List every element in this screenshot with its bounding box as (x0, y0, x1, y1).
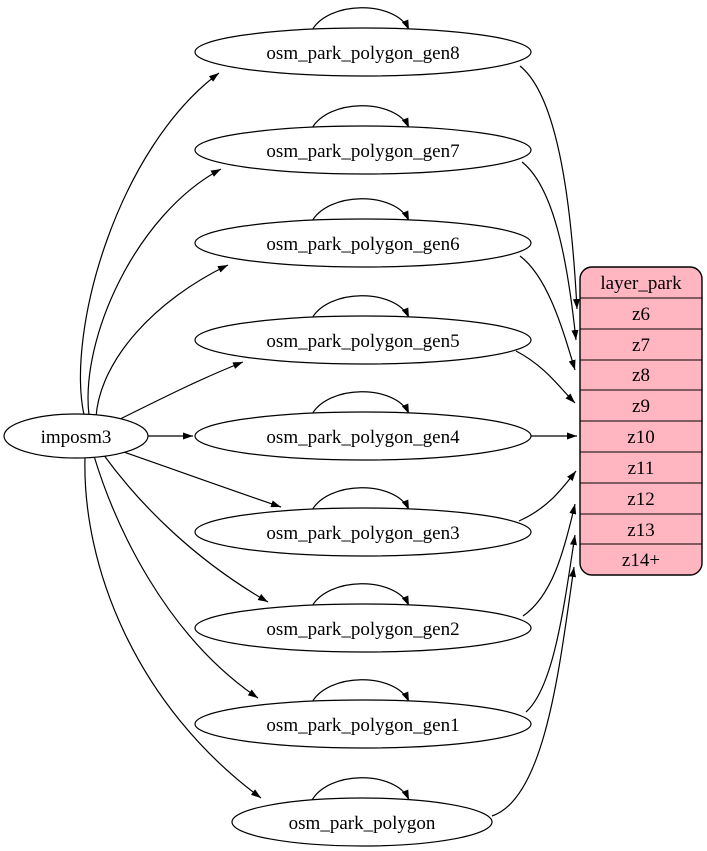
node-osm-park-polygon-gen3: osm_park_polygon_gen3 (194, 507, 532, 557)
polygon-label: osm_park_polygon (289, 813, 436, 834)
self-loop-gen2 (310, 583, 410, 609)
row-z8: z8 (632, 365, 650, 386)
node-osm-park-polygon-gen1: osm_park_polygon_gen1 (194, 699, 532, 749)
gen7-ellipse (194, 125, 532, 175)
gen8-ellipse (194, 27, 532, 77)
row-z10: z10 (627, 427, 654, 448)
row-z7: z7 (632, 335, 650, 356)
node-osm-park-polygon: osm_park_polygon (231, 797, 493, 847)
edge-gen3-to-z11 (518, 470, 577, 522)
gen1-label: osm_park_polygon_gen1 (266, 715, 459, 736)
node-imposm3: imposm3 (3, 413, 149, 459)
edge-imposm3-to-gen3 (117, 449, 282, 508)
self-loops (310, 7, 410, 803)
edge-gen2-to-z12 (522, 503, 577, 617)
node-osm-park-polygon-gen7: osm_park_polygon_gen7 (194, 125, 532, 175)
row-z6: z6 (632, 304, 650, 325)
edge-imposm3-to-polygon (84, 456, 262, 799)
edge-gen8-to-z6 (519, 65, 580, 310)
gen6-label: osm_park_polygon_gen6 (266, 234, 459, 255)
gen7-label: osm_park_polygon_gen7 (266, 141, 459, 162)
edge-imposm3-to-gen1 (93, 455, 259, 699)
edge-gen6-to-z8 (519, 255, 576, 371)
gen1-ellipse (194, 699, 532, 749)
layer-park-table: layer_park z6 z7 z8 z9 z10 z11 z12 z13 z… (579, 266, 703, 576)
gen2-ellipse (194, 603, 532, 653)
gen8-label: osm_park_polygon_gen8 (266, 43, 459, 64)
gen3-ellipse (194, 507, 532, 557)
node-osm-park-polygon-gen2: osm_park_polygon_gen2 (194, 603, 532, 653)
node-osm-park-polygon-gen6: osm_park_polygon_gen6 (194, 218, 532, 268)
edge-gen7-to-z7 (521, 161, 579, 341)
row-z9: z9 (632, 396, 650, 417)
edge-gen5-to-z9 (515, 350, 576, 404)
self-loop-gen7 (310, 105, 410, 131)
edge-imposm3-to-gen2 (102, 453, 269, 603)
self-loop-polygon (310, 777, 410, 803)
polygon-ellipse (231, 797, 493, 847)
self-loop-gen8 (310, 7, 410, 33)
edge-imposm3-to-gen5 (109, 361, 244, 425)
row-z13: z13 (627, 520, 654, 541)
node-osm-park-polygon-gen4: osm_park_polygon_gen4 (194, 411, 532, 461)
row-z12: z12 (627, 489, 654, 510)
layer-park-title: layer_park (600, 273, 682, 294)
edge-polygon-to-z14 (491, 566, 577, 817)
node-osm-park-polygon-gen8: osm_park_polygon_gen8 (194, 27, 532, 77)
gen5-ellipse (194, 315, 532, 365)
self-loop-gen5 (310, 295, 410, 321)
node-osm-park-polygon-gen5: osm_park_polygon_gen5 (194, 315, 532, 365)
imposm3-ellipse (3, 413, 149, 459)
gen4-label: osm_park_polygon_gen4 (266, 427, 460, 448)
edge-imposm3-to-gen6 (95, 264, 229, 418)
gen5-label: osm_park_polygon_gen5 (266, 331, 459, 352)
self-loop-gen6 (310, 198, 410, 224)
edges-tables-to-layer (491, 65, 580, 817)
self-loop-gen3 (310, 487, 410, 513)
gen2-label: osm_park_polygon_gen2 (266, 619, 459, 640)
edge-gen1-to-z13 (525, 534, 577, 713)
edges-source-to-tables (79, 72, 282, 799)
row-z14plus: z14+ (622, 550, 660, 571)
row-z11: z11 (628, 458, 655, 479)
gen4-ellipse (194, 411, 532, 461)
gen6-ellipse (194, 218, 532, 268)
gen3-label: osm_park_polygon_gen3 (266, 523, 459, 544)
edge-imposm3-to-gen8 (79, 72, 220, 416)
edge-imposm3-to-gen7 (87, 168, 222, 416)
self-loop-gen1 (310, 679, 410, 705)
self-loop-gen4 (310, 391, 410, 417)
imposm3-label: imposm3 (41, 427, 112, 448)
